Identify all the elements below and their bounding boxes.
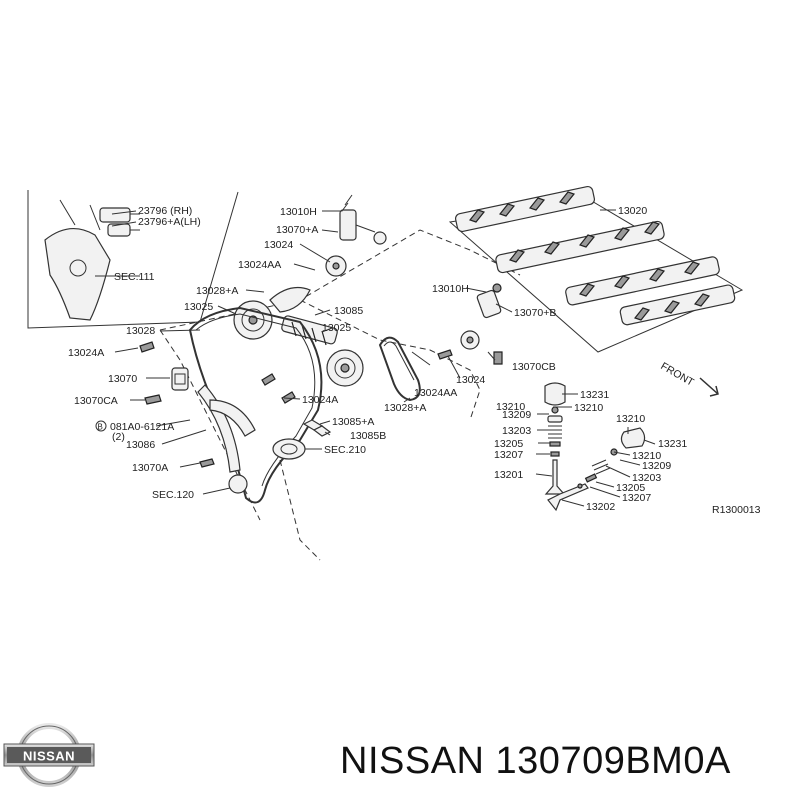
bolt-13070cb bbox=[493, 351, 503, 365]
label-13210-b: 13210 bbox=[574, 402, 603, 414]
chain-guide-13086 bbox=[209, 399, 256, 437]
tensioner-13070 bbox=[171, 367, 189, 391]
tensioner-13070b bbox=[476, 283, 502, 319]
label-13028: 13028 bbox=[126, 325, 155, 337]
label-23796-lh: 23796+A(LH) bbox=[138, 216, 201, 228]
reference-code: R1300013 bbox=[712, 504, 761, 516]
label-13070cb: 13070CB bbox=[512, 361, 556, 373]
bolt-callout: B bbox=[95, 420, 107, 432]
label-13086: 13086 bbox=[126, 439, 155, 451]
nissan-logo: NISSAN bbox=[3, 723, 95, 787]
label-13231-a: 13231 bbox=[580, 389, 609, 401]
label-13205-b: 13205 bbox=[616, 482, 645, 494]
label-13203-b: 13203 bbox=[632, 472, 661, 484]
label-sec210: SEC.210 bbox=[324, 444, 366, 456]
leader-lines bbox=[110, 202, 656, 507]
center-camshaft bbox=[281, 315, 338, 346]
cam-sprocket-left bbox=[233, 300, 273, 340]
label-13085: 13085 bbox=[334, 305, 363, 317]
part-number-title: NISSAN 130709BM0A bbox=[340, 740, 731, 782]
upper-tensioner bbox=[339, 194, 387, 245]
engine-outline-dashed bbox=[159, 229, 521, 561]
front-arrow-icon bbox=[699, 377, 719, 397]
camshaft-3 bbox=[565, 256, 720, 306]
label-13085b: 13085B bbox=[350, 430, 386, 442]
cam-sprocket-center bbox=[326, 349, 364, 387]
timing-chain-right bbox=[378, 336, 421, 402]
label-13070ca: 13070CA bbox=[74, 395, 118, 407]
bolt-13024a-left bbox=[139, 341, 155, 353]
label-13209-a: 13209 bbox=[502, 409, 531, 421]
label-13207-b: 13207 bbox=[622, 492, 651, 504]
water-pump-sec210 bbox=[272, 438, 306, 460]
label-13085a: 13085+A bbox=[332, 416, 374, 428]
label-13025-mid: 13025 bbox=[322, 322, 351, 334]
svg-text:B: B bbox=[98, 423, 103, 432]
label-13024aa: 13024AA bbox=[238, 259, 281, 271]
label-13010h-b: 13010H bbox=[432, 283, 469, 295]
label-13024a-mid: 13024A bbox=[302, 394, 338, 406]
valve-assembly-left bbox=[544, 382, 566, 495]
label-13028a: 13028+A bbox=[196, 285, 238, 297]
label-13210-c: 13210 bbox=[616, 413, 645, 425]
bolt-13024aa-right bbox=[437, 349, 453, 360]
label-13070b: 13070+B bbox=[514, 307, 556, 319]
label-13210-a: 13210 bbox=[496, 401, 525, 413]
label-13205-a: 13205 bbox=[494, 438, 523, 450]
label-13070a-low: 13070A bbox=[132, 462, 168, 474]
inset-frame bbox=[27, 190, 239, 329]
engine-bracket-inset bbox=[44, 199, 140, 321]
camshaft-4 bbox=[619, 284, 736, 326]
label-bolt-qty: (2) bbox=[112, 431, 125, 443]
label-13201: 13201 bbox=[494, 469, 523, 481]
label-13028a-low: 13028+A bbox=[384, 402, 426, 414]
label-front: FRONT bbox=[659, 360, 697, 389]
svg-text:NISSAN: NISSAN bbox=[23, 749, 75, 764]
label-13209-b: 13209 bbox=[642, 460, 671, 472]
label-13024aa-right: 13024AA bbox=[414, 387, 457, 399]
camshaft-1 bbox=[454, 185, 596, 233]
label-13070: 13070 bbox=[108, 373, 137, 385]
label-13024-right: 13024 bbox=[456, 374, 485, 386]
camshaft-2 bbox=[495, 220, 665, 274]
label-13210-d: 13210 bbox=[632, 450, 661, 462]
label-13202: 13202 bbox=[586, 501, 615, 513]
label-23796-rh: 23796 (RH) bbox=[138, 205, 192, 217]
label-13024: 13024 bbox=[264, 239, 293, 251]
bolt-13070ca bbox=[144, 394, 162, 405]
label-13070a: 13070+A bbox=[276, 224, 318, 236]
bolt-13070a-low bbox=[199, 458, 215, 468]
label-13207-a: 13207 bbox=[494, 449, 523, 461]
label-13020: 13020 bbox=[618, 205, 647, 217]
upper-chain-guide bbox=[269, 287, 311, 313]
guide-13085-parts bbox=[302, 419, 332, 437]
label-13010h-a: 13010H bbox=[280, 206, 317, 218]
chain-guide-left bbox=[197, 384, 241, 473]
label-13203-a: 13203 bbox=[502, 425, 531, 437]
label-sec120: SEC.120 bbox=[152, 489, 194, 501]
label-bolt-081a0: 081A0-6121A bbox=[110, 421, 174, 433]
label-13024a-left: 13024A bbox=[68, 347, 104, 359]
bolt-081a0 bbox=[261, 373, 296, 404]
label-13025: 13025 bbox=[184, 301, 213, 313]
sprocket-13024-right bbox=[460, 330, 480, 350]
label-sec111: SEC.111 bbox=[114, 271, 155, 283]
crank-sprocket-sec120 bbox=[228, 474, 248, 494]
label-13231-b: 13231 bbox=[658, 438, 687, 450]
valve-assembly-right bbox=[547, 427, 646, 512]
